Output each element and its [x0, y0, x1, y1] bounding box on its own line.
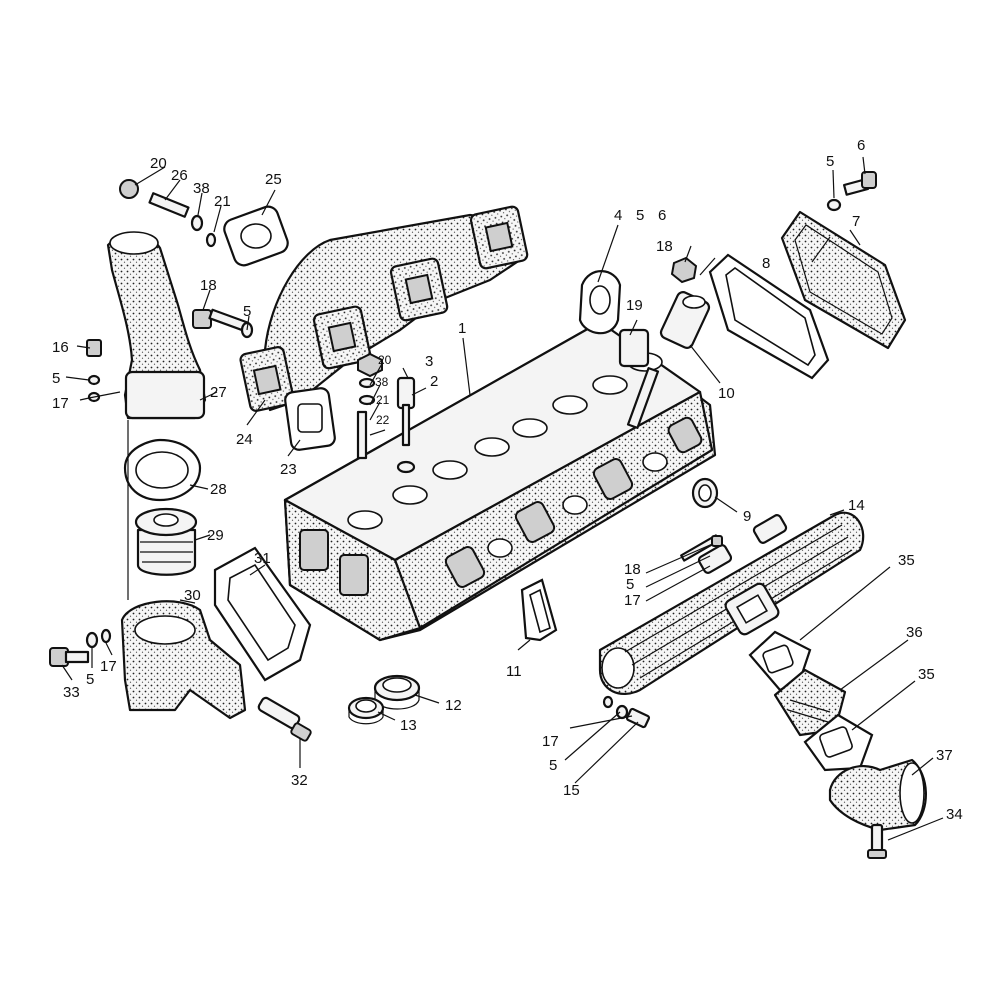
cylinder-head — [283, 320, 717, 642]
label-18-left: 18 — [200, 277, 217, 294]
inlet-manifold — [598, 511, 865, 695]
label-23: 23 — [280, 461, 297, 478]
label-20: 20 — [150, 155, 167, 172]
sensor-32 — [257, 696, 312, 742]
label-1: 1 — [458, 320, 466, 337]
label-18-right: 18 — [656, 238, 673, 255]
label-18-manifold: 18 — [624, 561, 641, 578]
label-35-lower: 35 — [918, 666, 935, 683]
seal-12 — [373, 674, 421, 710]
label-17-bottom-left: 17 — [100, 658, 117, 675]
label-5: 5 — [636, 207, 644, 224]
label-9: 9 — [743, 508, 751, 525]
label-13: 13 — [400, 717, 417, 734]
nozzle-10 — [659, 256, 711, 349]
bolt-34 — [867, 823, 887, 859]
thermostat-housing — [120, 600, 247, 720]
bolt-16 — [86, 339, 102, 403]
stud-26 — [119, 179, 217, 248]
injector-sleeve-19 — [618, 328, 660, 430]
gasket-23 — [284, 387, 336, 451]
label-12: 12 — [445, 697, 462, 714]
label-30: 30 — [184, 587, 201, 604]
label-29: 29 — [207, 527, 224, 544]
label-20-mid: 20 — [378, 353, 392, 367]
thermostat — [134, 507, 198, 576]
label-31: 31 — [254, 550, 271, 567]
label-25: 25 — [265, 171, 282, 188]
gasket-11 — [520, 578, 558, 642]
label-21-mid: 21 — [376, 393, 390, 407]
label-4: 4 — [614, 207, 622, 224]
bolt-33 — [49, 628, 112, 667]
label-14: 14 — [848, 497, 865, 514]
label-17-bottom: 17 — [542, 733, 559, 750]
label-5-manifold: 5 — [626, 576, 634, 593]
label-17-left: 17 — [52, 395, 69, 412]
label-32: 32 — [291, 772, 308, 789]
label-3: 3 — [425, 353, 433, 370]
leader-lines — [61, 156, 944, 841]
label-5-top-right: 5 — [826, 153, 834, 170]
label-17-manifold: 17 — [624, 592, 641, 609]
label-38-mid: 38 — [375, 375, 389, 389]
label-15: 15 — [563, 782, 580, 799]
side-ports — [299, 416, 703, 596]
label-6-top-right: 6 — [857, 137, 865, 154]
label-16: 16 — [52, 339, 69, 356]
part-labels: 1 2 3 4 5 6 5 6 7 8 9 10 11 12 13 14 15 … — [52, 137, 963, 823]
bolt-18-left — [192, 308, 254, 339]
label-5-left: 5 — [52, 370, 60, 387]
seal-13 — [347, 696, 385, 725]
label-8: 8 — [762, 255, 770, 272]
label-28: 28 — [210, 481, 227, 498]
label-5-bottom: 5 — [549, 757, 557, 774]
label-24: 24 — [236, 431, 253, 448]
label-21: 21 — [214, 193, 231, 210]
label-34: 34 — [946, 806, 963, 823]
gasket-4 — [578, 270, 622, 335]
label-22: 22 — [376, 413, 390, 427]
screw-6 — [826, 171, 877, 212]
stud-assembly — [356, 352, 416, 474]
label-2: 2 — [430, 373, 438, 390]
label-10: 10 — [718, 385, 735, 402]
label-38: 38 — [193, 180, 210, 197]
label-11: 11 — [506, 663, 522, 680]
label-33: 33 — [63, 684, 80, 701]
bolt-15 — [602, 695, 651, 729]
label-19: 19 — [626, 297, 643, 314]
gasket-25 — [223, 205, 289, 267]
gasket-35-lower — [803, 713, 874, 772]
exhaust-manifold — [239, 205, 529, 412]
seal-ring-9 — [691, 477, 719, 509]
label-35-upper: 35 — [898, 552, 915, 569]
intake-elbow-37 — [828, 758, 927, 832]
gasket-35-upper — [748, 630, 812, 692]
label-6: 6 — [658, 207, 666, 224]
heater-36 — [773, 668, 847, 737]
water-outlet-elbow — [106, 231, 207, 420]
label-5-mid-left: 5 — [243, 303, 251, 320]
label-5-bottom-left: 5 — [86, 671, 94, 688]
gasket-8 — [708, 253, 830, 380]
label-37: 37 — [936, 747, 953, 764]
cover-7 — [780, 210, 907, 350]
label-26: 26 — [171, 167, 188, 184]
label-7: 7 — [852, 213, 860, 230]
label-27: 27 — [210, 384, 227, 401]
gasket-28 — [123, 438, 202, 502]
bolts-18-5-17 — [680, 534, 723, 562]
gasket-31 — [213, 546, 312, 682]
label-36: 36 — [906, 624, 923, 641]
